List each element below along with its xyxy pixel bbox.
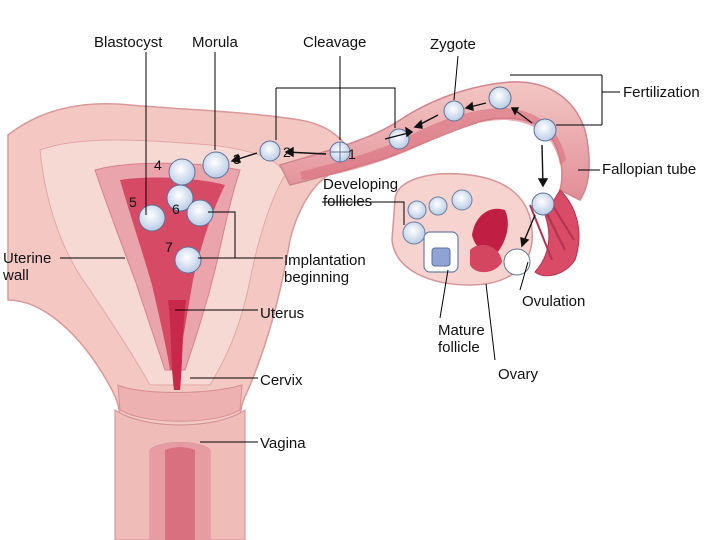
cervix-body [117,384,243,422]
cervical-canal [168,300,186,390]
leader-lines [60,52,620,443]
label-uterus: Uterus [260,305,305,322]
step-number-2: 2 [283,144,291,160]
label-blastocyst: Blastocyst [94,34,163,51]
step-number-4: 4 [154,157,162,173]
vagina-lumen [165,447,195,540]
label-zygote: Zygote [430,36,476,53]
step-number-1: 1 [348,146,356,162]
step-number-6: 6 [172,201,180,217]
step-number-5: 5 [129,194,137,210]
label-cervix: Cervix [260,372,303,389]
step-number-3: 3 [233,151,241,167]
fallopian-tube-lumen [300,108,566,180]
follicles-group [402,189,473,273]
step-number-7: 7 [165,239,173,255]
label-developing-follicles: Developing follicles [323,176,399,210]
migration-arrows [230,101,549,248]
label-fertilization: Fertilization [623,84,700,101]
label-ovary: Ovary [498,366,539,383]
corpus-site [470,244,502,273]
label-ovulation: Ovulation [522,293,586,310]
label-fallopian-tube: Fallopian tube [602,161,697,178]
label-vagina: Vagina [260,435,306,452]
label-cleavage: Cleavage [303,34,367,51]
label-morula: Morula [192,34,238,51]
label-mature-follicle: Mature follicle [438,322,485,356]
ovulation-rupture [472,208,508,255]
label-uterine-wall: Uterine wall [3,250,52,284]
label-implantation-beginning: Implantation beginning [284,252,366,286]
cells-in-tube [259,86,557,276]
